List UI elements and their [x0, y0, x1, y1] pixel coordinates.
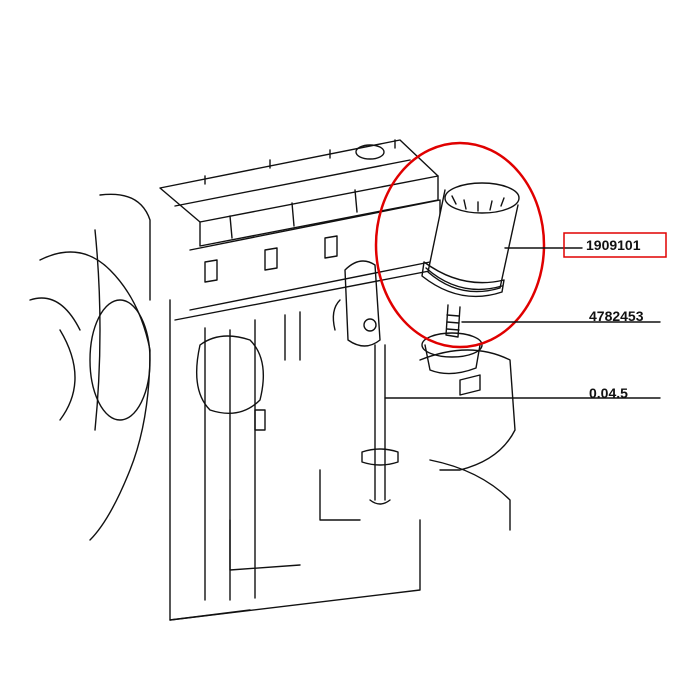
part-number-oil-filter: 1909101 [586, 237, 641, 253]
highlight-ellipse [374, 141, 546, 349]
part-number-dipstick: 0.04.5 [589, 385, 628, 401]
engine-block-drawing [29, 139, 516, 621]
filter-threaded-nipple [445, 304, 461, 338]
leader-lines [384, 247, 661, 399]
oil-filter-cartridge [421, 182, 520, 298]
part-number-highlight-box [563, 232, 667, 258]
part-number-filter-nipple: 4782453 [589, 308, 644, 324]
